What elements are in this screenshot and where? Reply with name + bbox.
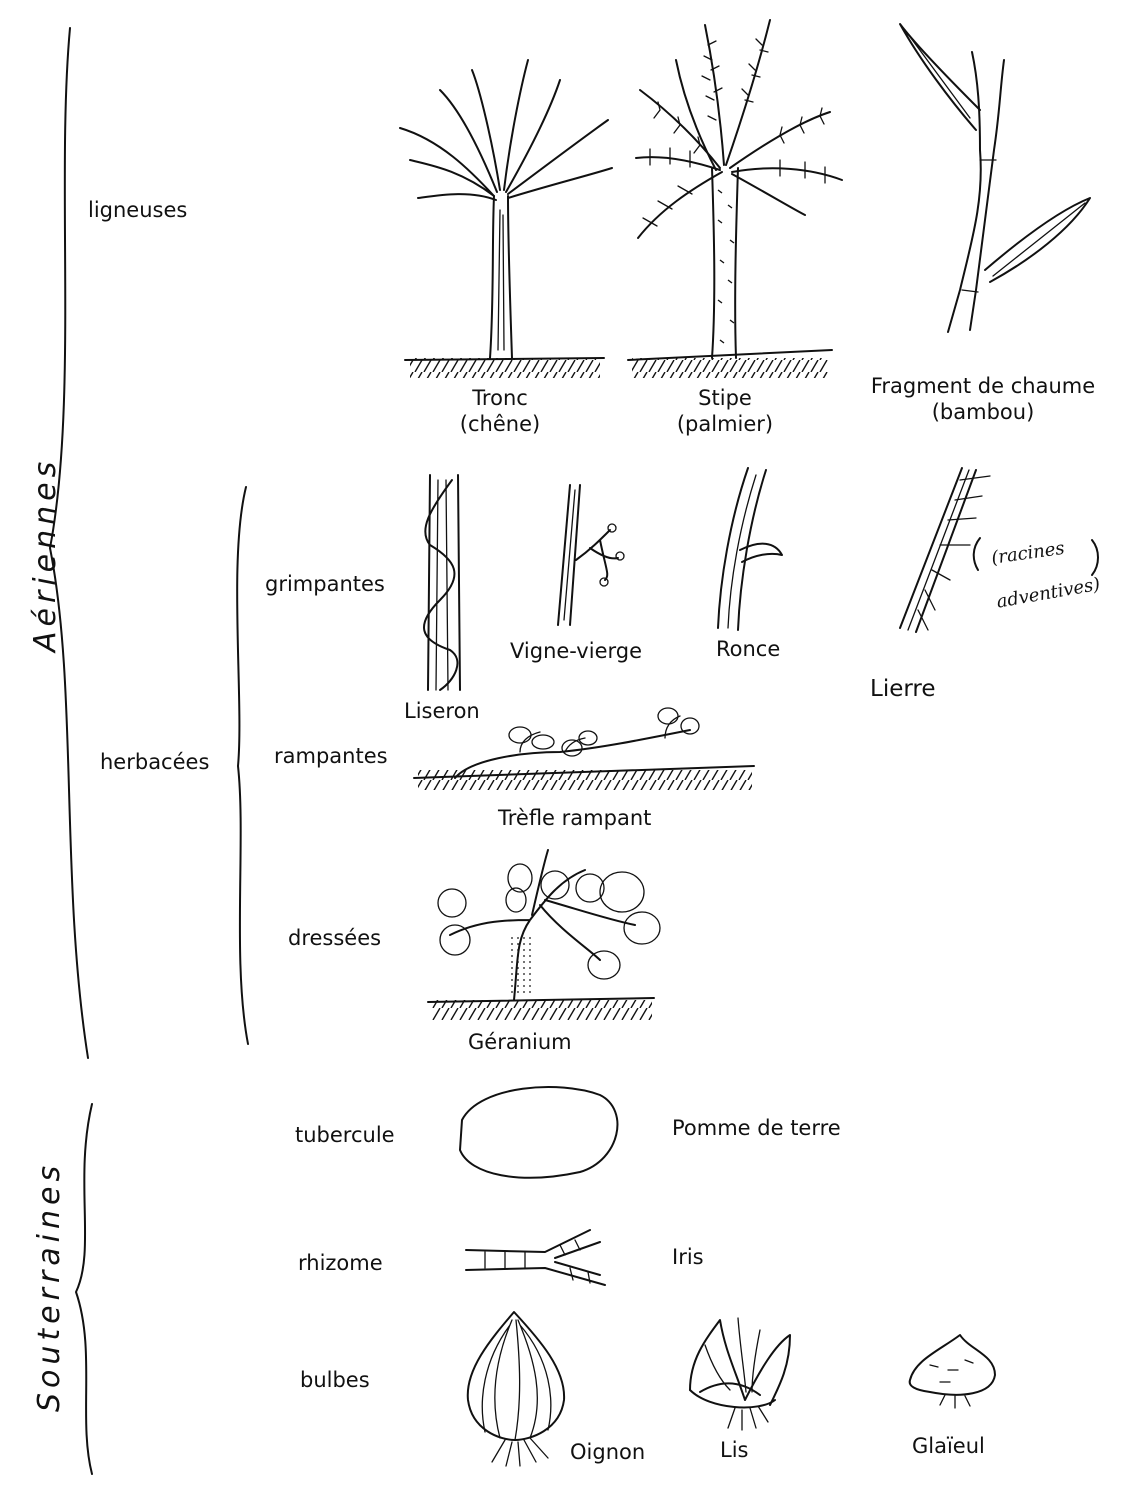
ivy-drawing [899,467,1099,633]
caption-chaume-name: Fragment de chaume [870,374,1096,398]
caption-trefle-rampant: Trèfle rampant [498,806,652,830]
subtype-label-bulbes: bulbes [300,1368,370,1392]
geranium-drawing [427,849,661,1020]
brace-souterraines [75,1103,93,1475]
caption-geranium: Géranium [468,1030,572,1054]
subtype-label-rampantes: rampantes [274,744,388,768]
caption-tronc: Tronc (chêne) [440,385,560,438]
caption-tronc-name: Tronc [472,386,528,410]
palm-stipe-drawing [627,19,843,378]
caption-stipe-name: Stipe [698,386,752,410]
group-label-aeriennes: Aériennes [28,456,63,652]
lily-bulb-drawing [689,1317,791,1431]
bramble-drawing [717,467,783,631]
caption-ronce: Ronce [716,637,781,661]
caption-chaume-example: (bambou) [931,400,1035,425]
oak-trunk-drawing [399,59,613,378]
caption-pomme-de-terre: Pomme de terre [672,1116,841,1140]
category-label-ligneuses: ligneuses [88,198,188,222]
caption-oignon: Oignon [570,1440,646,1464]
caption-glaieul: Glaïeul [912,1434,985,1458]
onion-bulb-drawing [466,1311,566,1467]
caption-stipe-example: (palmier) [676,412,774,437]
subtype-label-tubercule: tubercule [295,1123,395,1147]
iris-rhizome-drawing [465,1229,606,1286]
subtype-label-dressees: dressées [288,926,382,950]
bamboo-culm-drawing [899,23,1091,333]
brace-aeriennes [49,27,89,1059]
group-label-souterraines: Souterraines [32,1160,67,1412]
caption-lierre: Lierre [870,676,936,702]
brace-herbacees [236,486,249,1045]
subtype-label-grimpantes: grimpantes [265,572,385,596]
caption-lis: Lis [720,1438,749,1462]
potato-tuber-drawing [459,1086,619,1179]
caption-tronc-example: (chêne) [459,412,541,437]
subtype-label-rhizome: rhizome [298,1251,383,1275]
caption-stipe: Stipe (palmier) [660,385,790,438]
bindweed-drawing [423,474,461,691]
virginia-creeper-drawing [557,484,625,626]
caption-chaume: Fragment de chaume (bambou) [858,373,1108,426]
caption-iris: Iris [672,1245,704,1269]
category-label-herbacees: herbacées [100,750,210,774]
gladiolus-corm-drawing [908,1334,996,1409]
caption-vigne-vierge: Vigne-vierge [510,639,643,663]
creeping-clover-drawing [413,707,755,790]
caption-liseron: Liseron [404,699,480,723]
